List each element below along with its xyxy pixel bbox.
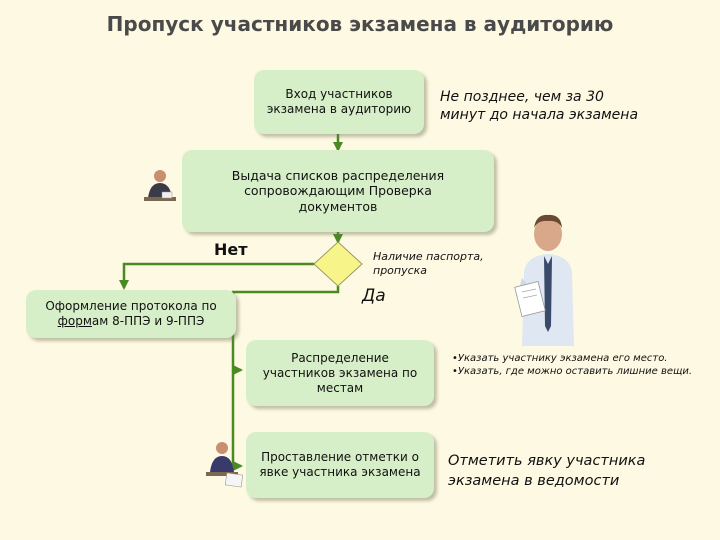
- attendance-note: Отметить явку участника экзамена в ведом…: [448, 453, 646, 489]
- box-mark-text: Проставление отметки о явке участника эк…: [259, 450, 421, 479]
- passport-note: Наличие паспорта, пропуска: [373, 250, 484, 278]
- protocol-text-pre: Оформление протокола по: [45, 299, 217, 313]
- businessman-with-papers-icon: [514, 214, 574, 346]
- box-distribute: Распределение участников экзамена по мес…: [246, 340, 434, 406]
- slide-title: Пропуск участников экзамена в аудиторию: [106, 12, 614, 36]
- label-no: Нет: [214, 240, 248, 259]
- clerk-at-desk-icon: [206, 442, 244, 488]
- box-entry: Вход участников экзамена в аудиторию: [254, 70, 424, 134]
- box-issue-lists: Выдача списков распределения сопровождаю…: [182, 150, 494, 232]
- box-entry-text: Вход участников экзамена в аудиторию: [266, 87, 412, 116]
- arrow-no-branch: [119, 262, 316, 290]
- box-distribute-text: Распределение участников экзамена по мес…: [262, 350, 418, 395]
- protocol-text-post: ам 8-ППЭ и 9-ППЭ: [91, 314, 205, 328]
- box-mark: Проставление отметки о явке участника эк…: [246, 432, 434, 498]
- time-note: Не позднее, чем за 30 минут до начала эк…: [440, 89, 639, 124]
- seat-tips-note: •Указать участнику экзамена его место. •…: [452, 353, 693, 377]
- protocol-form-link[interactable]: форм: [57, 314, 92, 328]
- decision-diamond: [313, 241, 363, 287]
- box-protocol: Оформление протокола по формам 8-ППЭ и 9…: [26, 290, 236, 338]
- person-at-desk-icon: [144, 170, 176, 201]
- box-issue-text: Выдача списков распределения сопровождаю…: [231, 167, 445, 214]
- label-yes: Да: [362, 286, 386, 306]
- box-protocol-text: Оформление протокола по формам 8-ППЭ и 9…: [34, 299, 228, 329]
